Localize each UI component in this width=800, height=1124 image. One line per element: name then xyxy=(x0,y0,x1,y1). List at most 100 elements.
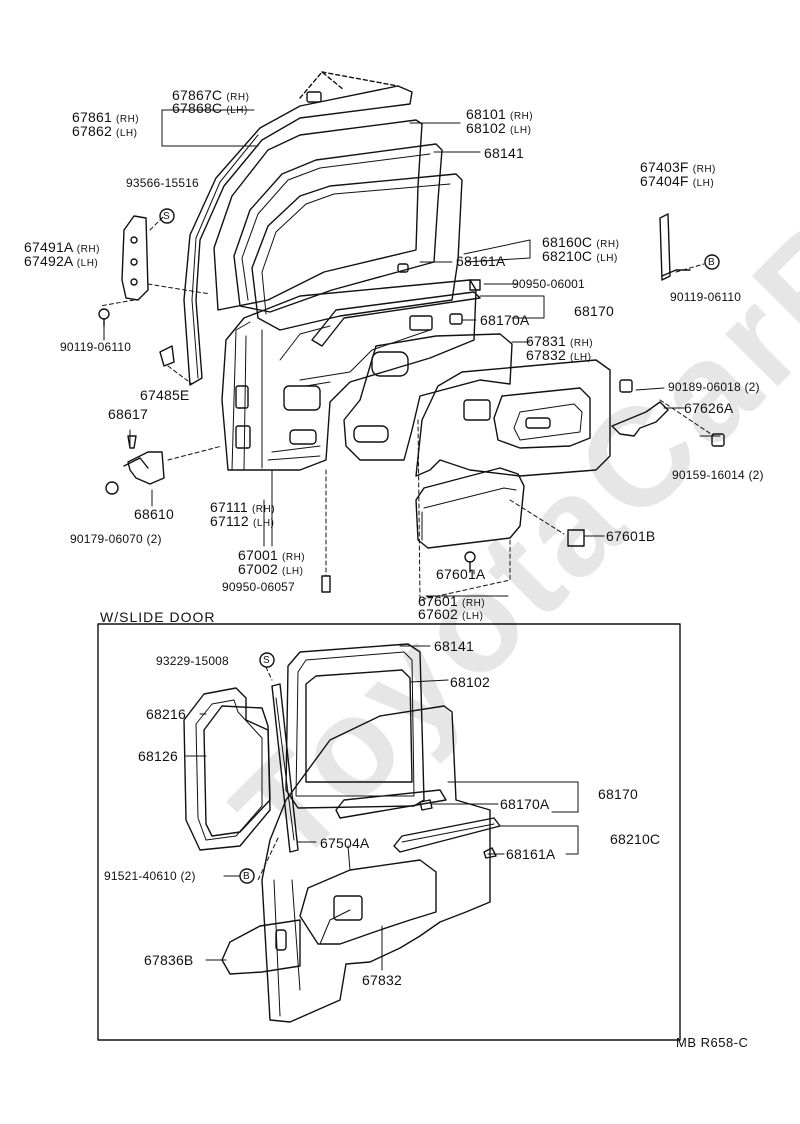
side-suffix: (LH) xyxy=(596,253,618,264)
diagram-code: MB R658-C xyxy=(676,1035,749,1050)
clip-68170a xyxy=(449,313,463,325)
belt-moulding-68170 xyxy=(311,291,481,347)
label-90119-left: 90119-06110 xyxy=(60,340,132,354)
clip-67601a xyxy=(464,551,476,563)
label-slide-68102: 68102 xyxy=(450,674,490,690)
slide-belt-moulding-68170 xyxy=(335,789,447,819)
bracket-67491a xyxy=(121,215,149,301)
label-68610: 68610 xyxy=(134,506,174,522)
label-67832: 67832 (LH) xyxy=(526,348,591,365)
slide-glass-run-68141 xyxy=(285,643,425,809)
pin-68617 xyxy=(127,435,137,449)
label-67504a: 67504A xyxy=(320,835,370,851)
screw-90119-left xyxy=(98,308,110,320)
side-suffix: (LH) xyxy=(253,518,275,529)
label-67491a: 67491A (RH) xyxy=(24,240,100,257)
hinge-68610 xyxy=(127,451,165,485)
label-68126: 68126 xyxy=(138,748,178,764)
label-slide-68161a: 68161A xyxy=(506,846,556,862)
label-67601a: 67601A xyxy=(436,566,486,582)
label-68617: 68617 xyxy=(108,406,148,422)
label-slide-68210c: 68210C xyxy=(610,831,661,847)
part-number: 67491A xyxy=(24,239,73,255)
part-number: 67492A xyxy=(24,253,73,269)
part-number: 67868C xyxy=(172,100,223,116)
side-suffix: (LH) xyxy=(692,178,715,189)
label-slide-68141: 68141 xyxy=(434,638,474,654)
side-suffix: (LH) xyxy=(510,125,532,136)
side-suffix: (RH) xyxy=(570,338,594,349)
callout-s-bottom xyxy=(259,652,275,668)
callout-b-right xyxy=(704,254,720,270)
clip-67867c xyxy=(306,91,322,103)
door-glass-run-67861 xyxy=(183,85,413,386)
side-suffix: (RH) xyxy=(510,111,534,122)
door-pocket xyxy=(415,467,525,549)
label-93229: 93229-15008 xyxy=(156,654,229,668)
part-number: 67002 xyxy=(238,561,278,577)
slide-clip-68161a xyxy=(483,847,497,859)
callout-letter-s-bottom: S xyxy=(263,655,270,666)
label-67836b: 67836B xyxy=(144,952,194,968)
label-67862: 67862 (LH) xyxy=(72,124,137,141)
door-trim-panel-67601 xyxy=(415,359,611,477)
side-suffix: (RH) xyxy=(692,164,716,175)
label-68216: 68216 xyxy=(146,706,186,722)
label-67111: 67111 (RH) xyxy=(210,500,275,517)
label-67867c: 67867C (RH) xyxy=(172,88,249,105)
label-67626a: 67626A xyxy=(684,400,734,416)
slide-clip-68170a xyxy=(419,799,433,811)
callout-letter-b-right: B xyxy=(708,257,715,268)
label-93566: 93566-15516 xyxy=(126,176,199,190)
label-67112: 67112 (LH) xyxy=(210,514,274,531)
part-number: 67403F xyxy=(640,159,689,175)
trim-67836b xyxy=(221,919,301,975)
slide-glass-68102 xyxy=(305,669,413,783)
label-slide-67832: 67832 xyxy=(362,972,402,988)
label-67868c: 67868C (LH) xyxy=(172,101,248,118)
part-number: 67601 xyxy=(418,593,458,609)
label-67831: 67831 (RH) xyxy=(526,334,593,351)
side-suffix: (LH) xyxy=(76,258,99,269)
part-number: 68210C xyxy=(542,248,593,264)
door-check-67626a xyxy=(611,401,669,437)
nut-90179 xyxy=(105,481,119,495)
side-suffix: (LH) xyxy=(116,128,138,139)
label-68161a: 68161A xyxy=(456,253,506,269)
label-67601: 67601 (RH) xyxy=(418,594,485,611)
clip-67601b xyxy=(567,529,585,547)
side-suffix: (RH) xyxy=(251,504,276,515)
slide-hole-cover-67832 xyxy=(299,859,437,945)
door-shell-67001 xyxy=(221,279,477,471)
label-67602: 67602 (LH) xyxy=(418,607,483,624)
plug-90950-06001 xyxy=(469,279,481,291)
side-suffix: (LH) xyxy=(282,566,304,577)
clip-68161a xyxy=(397,263,409,273)
part-number: 68101 xyxy=(466,106,506,122)
label-67492a: 67492A (LH) xyxy=(24,254,98,271)
label-68210c: 68210C (LH) xyxy=(542,249,618,266)
slide-belt-moulding-68210c xyxy=(393,817,501,853)
side-suffix: (RH) xyxy=(226,92,250,103)
label-67861: 67861 (RH) xyxy=(72,110,139,127)
label-90179: 90179-06070 (2) xyxy=(70,532,162,546)
section-title: W/SLIDE DOOR xyxy=(100,609,216,625)
door-glass-68101 xyxy=(213,119,423,311)
side-suffix: (RH) xyxy=(282,552,306,563)
slide-door-shell xyxy=(261,705,491,1023)
label-68170a: 68170A xyxy=(480,312,530,328)
callout-s-top xyxy=(159,208,175,224)
label-67403f: 67403F (RH) xyxy=(640,160,716,177)
label-slide-68170a: 68170A xyxy=(500,796,550,812)
hole-cover-67831 xyxy=(343,333,513,461)
part-number: 67001 xyxy=(238,547,278,563)
part-number: 67867C xyxy=(172,87,223,103)
label-67002: 67002 (LH) xyxy=(238,562,303,579)
label-68160c: 68160C (RH) xyxy=(542,235,619,252)
side-suffix: (LH) xyxy=(462,611,484,622)
part-number: 67831 xyxy=(526,333,566,349)
part-number: 67862 xyxy=(72,123,112,139)
label-67601b: 67601B xyxy=(606,528,656,544)
label-67001: 67001 (RH) xyxy=(238,548,305,565)
